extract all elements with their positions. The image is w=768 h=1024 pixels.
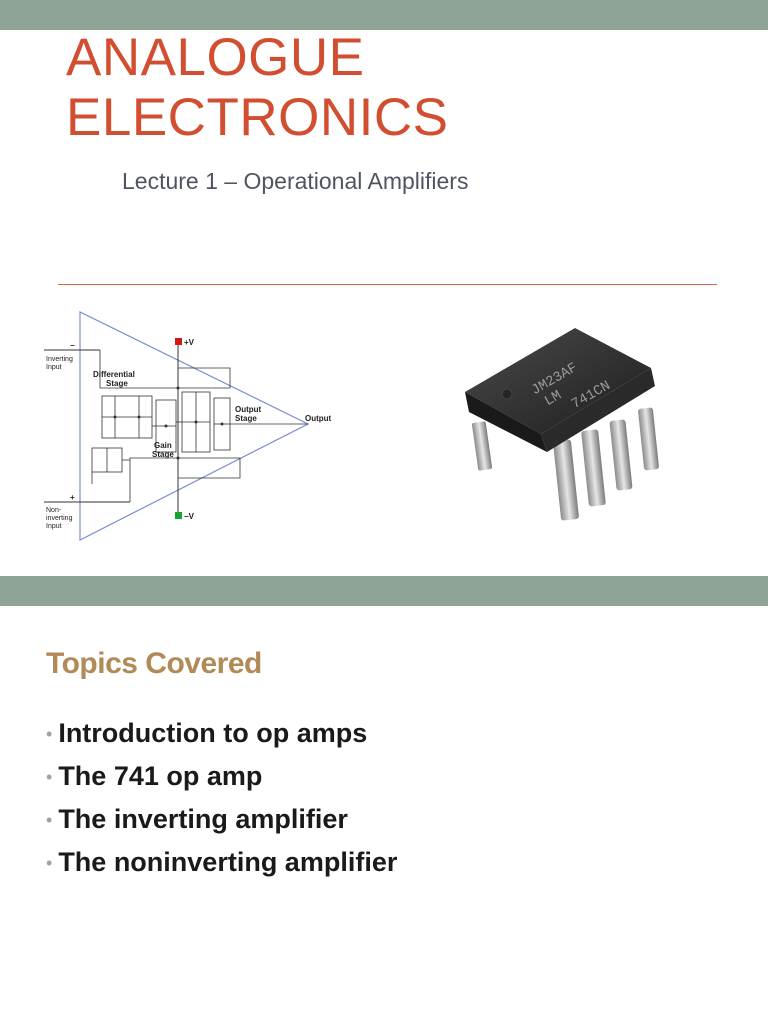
topics-list: •Introduction to op amps •The 741 op amp…	[46, 712, 397, 884]
noninverting-input-label-2: inverting	[46, 515, 73, 522]
list-item: •The noninverting amplifier	[46, 841, 397, 884]
slide-title: ANALOGUE ELECTRONICS	[66, 28, 448, 148]
list-item: •The 741 op amp	[46, 755, 397, 798]
topic-text: Introduction to op amps	[58, 718, 368, 748]
title-line-2: ELECTRONICS	[66, 88, 449, 147]
list-item: •The inverting amplifier	[46, 798, 397, 841]
gain-stage-label-1: Gain	[154, 441, 172, 450]
plus-v-terminal	[175, 338, 182, 345]
plus-sign: +	[70, 493, 75, 502]
bullet: •	[46, 724, 53, 744]
minus-sign: −	[70, 341, 75, 350]
output-stage-label-2: Stage	[235, 414, 257, 423]
minus-v-label: −V	[184, 512, 195, 521]
topic-text: The noninverting amplifier	[58, 847, 398, 877]
plus-v-label: +V	[184, 338, 195, 347]
chip-pins	[471, 407, 659, 521]
bullet: •	[46, 853, 53, 873]
noninverting-input-label-3: Input	[46, 523, 62, 530]
divider-rule	[58, 284, 717, 285]
title-line-1: ANALOGUE	[66, 28, 365, 87]
chip-marking-line-2: LM	[542, 388, 565, 410]
bullet: •	[46, 767, 53, 787]
slide-subtitle: Lecture 1 – Operational Amplifiers	[122, 168, 469, 194]
opamp-circuit-diagram: − + Inverting Input Non- inverting Input…	[44, 311, 332, 541]
noninverting-input-label-1: Non-	[46, 507, 62, 514]
bullet: •	[46, 810, 53, 830]
topics-heading: Topics Covered	[46, 647, 262, 680]
topic-text: The inverting amplifier	[58, 804, 348, 834]
output-label: Output	[305, 414, 332, 423]
differential-stage-label-1: Differential	[93, 370, 135, 379]
top-band	[0, 0, 768, 30]
inverting-input-label-1: Inverting	[46, 356, 73, 363]
minus-v-terminal	[175, 512, 182, 519]
topic-text: The 741 op amp	[58, 761, 263, 791]
output-stage-label-1: Output	[235, 405, 262, 414]
differential-stage-label-2: Stage	[106, 379, 128, 388]
gain-stage-label-2: Stage	[152, 450, 174, 459]
ic-chip-image: JM23AF LM 741CN	[465, 328, 659, 521]
list-item: •Introduction to op amps	[46, 712, 397, 755]
inverting-input-label-2: Input	[46, 364, 62, 371]
section-band	[0, 576, 768, 606]
chip-body	[465, 328, 651, 434]
